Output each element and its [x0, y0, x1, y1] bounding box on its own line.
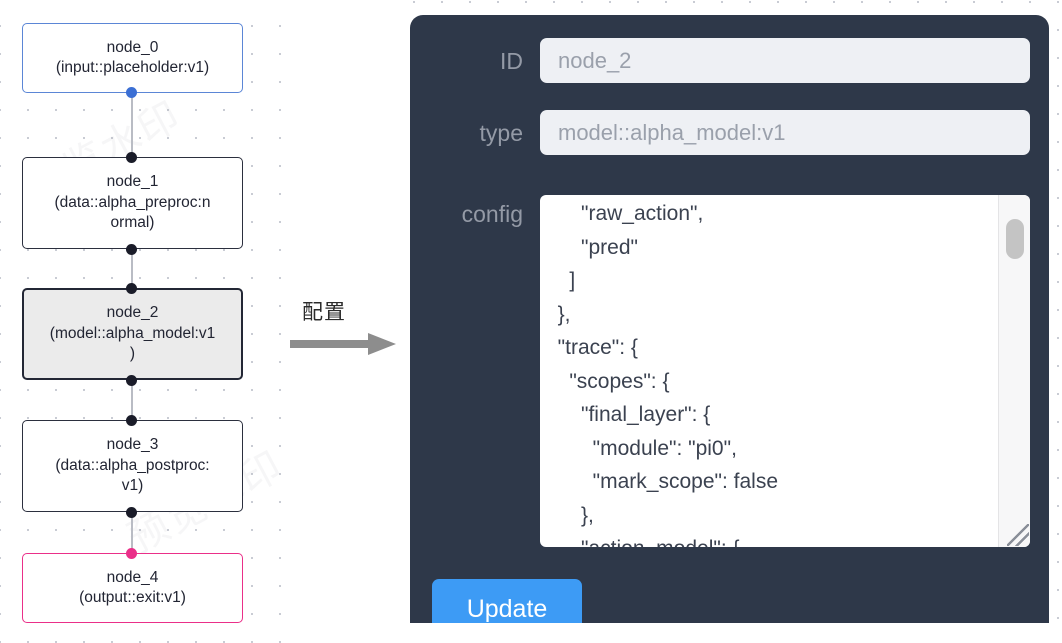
graph-node-node_4[interactable]: node_4 (output::exit:v1) [22, 553, 243, 623]
config-scrollbar[interactable] [998, 195, 1030, 547]
config-textarea-wrapper[interactable]: 预览水印 预览水印 "raw_action", "pred" ] }, "tra… [540, 195, 1030, 547]
update-button[interactable]: Update [432, 579, 582, 623]
node-type-label-2: v1) [121, 477, 144, 495]
port-node_2-out[interactable] [126, 375, 137, 386]
port-node_2-in[interactable] [126, 283, 137, 294]
node-id-label: node_2 [106, 304, 159, 322]
node-type-label: (output::exit:v1) [79, 589, 186, 606]
node-type-label-1: (model::alpha_model:v1 [49, 324, 216, 342]
port-node_4-in[interactable] [126, 548, 137, 559]
field-row-type: type model::alpha_model:v1 [410, 110, 1049, 155]
node-id-label: node_0 [106, 38, 159, 56]
node-type-label-1: (data::alpha_preproc:n [54, 193, 211, 211]
node-id-label: node_3 [106, 436, 159, 454]
port-node_1-out[interactable] [126, 244, 137, 255]
annotation-group: 配置 [288, 296, 400, 366]
edge-node0-node1 [131, 92, 133, 162]
field-row-id: ID node_2 [410, 38, 1049, 83]
node-graph[interactable]: node_0 (input::placeholder:v1) node_1 (d… [0, 0, 300, 643]
edge-node1-node2 [131, 248, 133, 294]
node-type-label-2: ormal) [110, 214, 155, 232]
port-node_3-out[interactable] [126, 507, 137, 518]
node-config-panel: ID node_2 type model::alpha_model:v1 con… [410, 15, 1049, 623]
edge-node3-node4 [131, 511, 133, 557]
type-field-label: type [479, 120, 523, 146]
port-node_0-out[interactable] [126, 87, 137, 98]
graph-node-node_0[interactable]: node_0 (input::placeholder:v1) [22, 23, 243, 93]
node-type-label: (input::placeholder:v1) [55, 59, 210, 76]
graph-node-node_1[interactable]: node_1 (data::alpha_preproc:n ormal) [22, 157, 243, 249]
id-input[interactable]: node_2 [540, 38, 1030, 83]
right-arrow-icon [290, 333, 396, 355]
port-node_1-in[interactable] [126, 152, 137, 163]
config-textarea[interactable]: "raw_action", "pred" ] }, "trace": { "sc… [557, 202, 778, 547]
config-scrollbar-thumb[interactable] [1006, 219, 1024, 259]
id-field-label: ID [500, 48, 523, 74]
node-id-label: node_4 [106, 568, 159, 586]
annotation-label: 配置 [302, 300, 346, 324]
port-node_3-in[interactable] [126, 415, 137, 426]
type-input[interactable]: model::alpha_model:v1 [540, 110, 1030, 155]
node-type-label-1: (data::alpha_postproc: [55, 456, 210, 474]
field-row-config: config 预览水印 预览水印 "raw_action", "pred" ] … [410, 195, 1049, 547]
node-id-label: node_1 [106, 173, 159, 191]
graph-node-node_3[interactable]: node_3 (data::alpha_postproc: v1) [22, 420, 243, 512]
config-field-label: config [461, 201, 523, 227]
node-type-label-2: ) [129, 345, 136, 363]
edge-node2-node3 [131, 379, 133, 425]
graph-node-node_2[interactable]: node_2 (model::alpha_model:v1 ) [22, 288, 243, 380]
resize-grip-icon[interactable] [1007, 524, 1029, 546]
